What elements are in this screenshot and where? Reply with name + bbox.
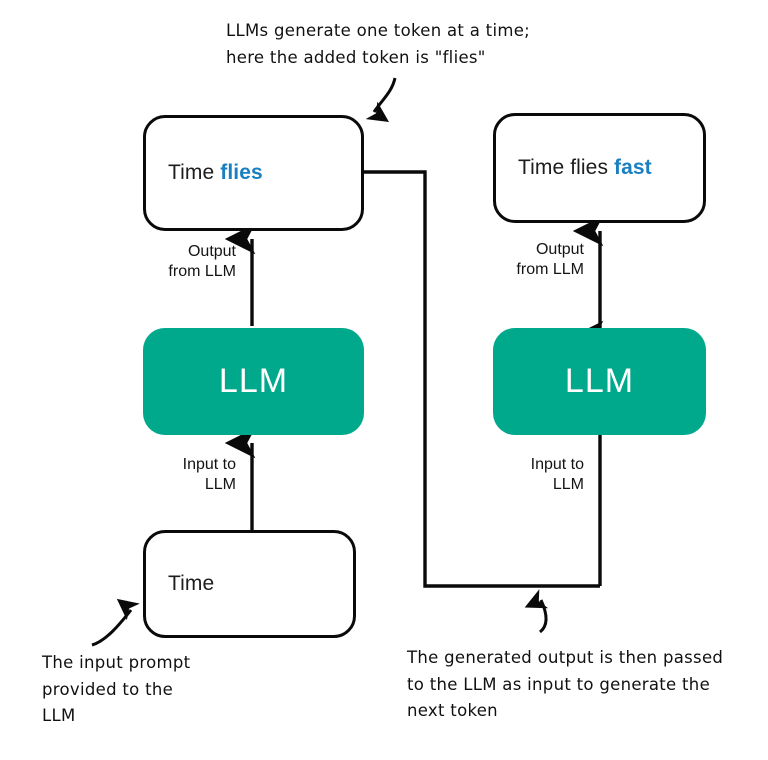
output-box-step-1-text: Time — [168, 161, 221, 184]
output-box-step-1[interactable]: Time flies — [143, 115, 364, 231]
output-box-step-2-token: fast — [614, 156, 652, 179]
annotation-bottom-left: The input prompt provided to the LLM — [42, 653, 191, 726]
edge-label-output-step-1: Output from LLM — [168, 243, 236, 281]
feedback-connector — [363, 170, 600, 588]
llm-box-step-1-label: LLM — [218, 362, 289, 400]
llm-box-step-1[interactable]: LLM — [143, 328, 364, 435]
output-box-step-1-label: Time flies — [168, 161, 263, 185]
annotation-bottom-right: The generated output is then passed to t… — [407, 648, 724, 721]
output-box-step-2-text: Time flies — [518, 156, 614, 179]
annotation-top: LLMs generate one token at a time; here … — [226, 21, 531, 67]
edge-label-output-step-2: Output from LLM — [516, 241, 584, 279]
annotation-pointer-top — [365, 77, 397, 122]
output-box-step-1-token: flies — [220, 161, 263, 184]
annotation-pointer-bottom-right — [524, 589, 549, 634]
annotation-pointer-bottom-left — [91, 598, 140, 647]
input-prompt-box[interactable]: Time — [143, 530, 356, 638]
edge-label-input-step-1: Input to LLM — [182, 456, 236, 494]
input-prompt-box-label: Time — [168, 572, 215, 595]
output-box-step-2[interactable]: Time flies fast — [493, 113, 706, 223]
llm-box-step-2[interactable]: LLM — [493, 328, 706, 435]
edge-label-input-step-2: Input to LLM — [530, 456, 584, 494]
llm-box-step-2-label: LLM — [564, 362, 635, 400]
output-box-step-2-label: Time flies fast — [518, 156, 652, 180]
